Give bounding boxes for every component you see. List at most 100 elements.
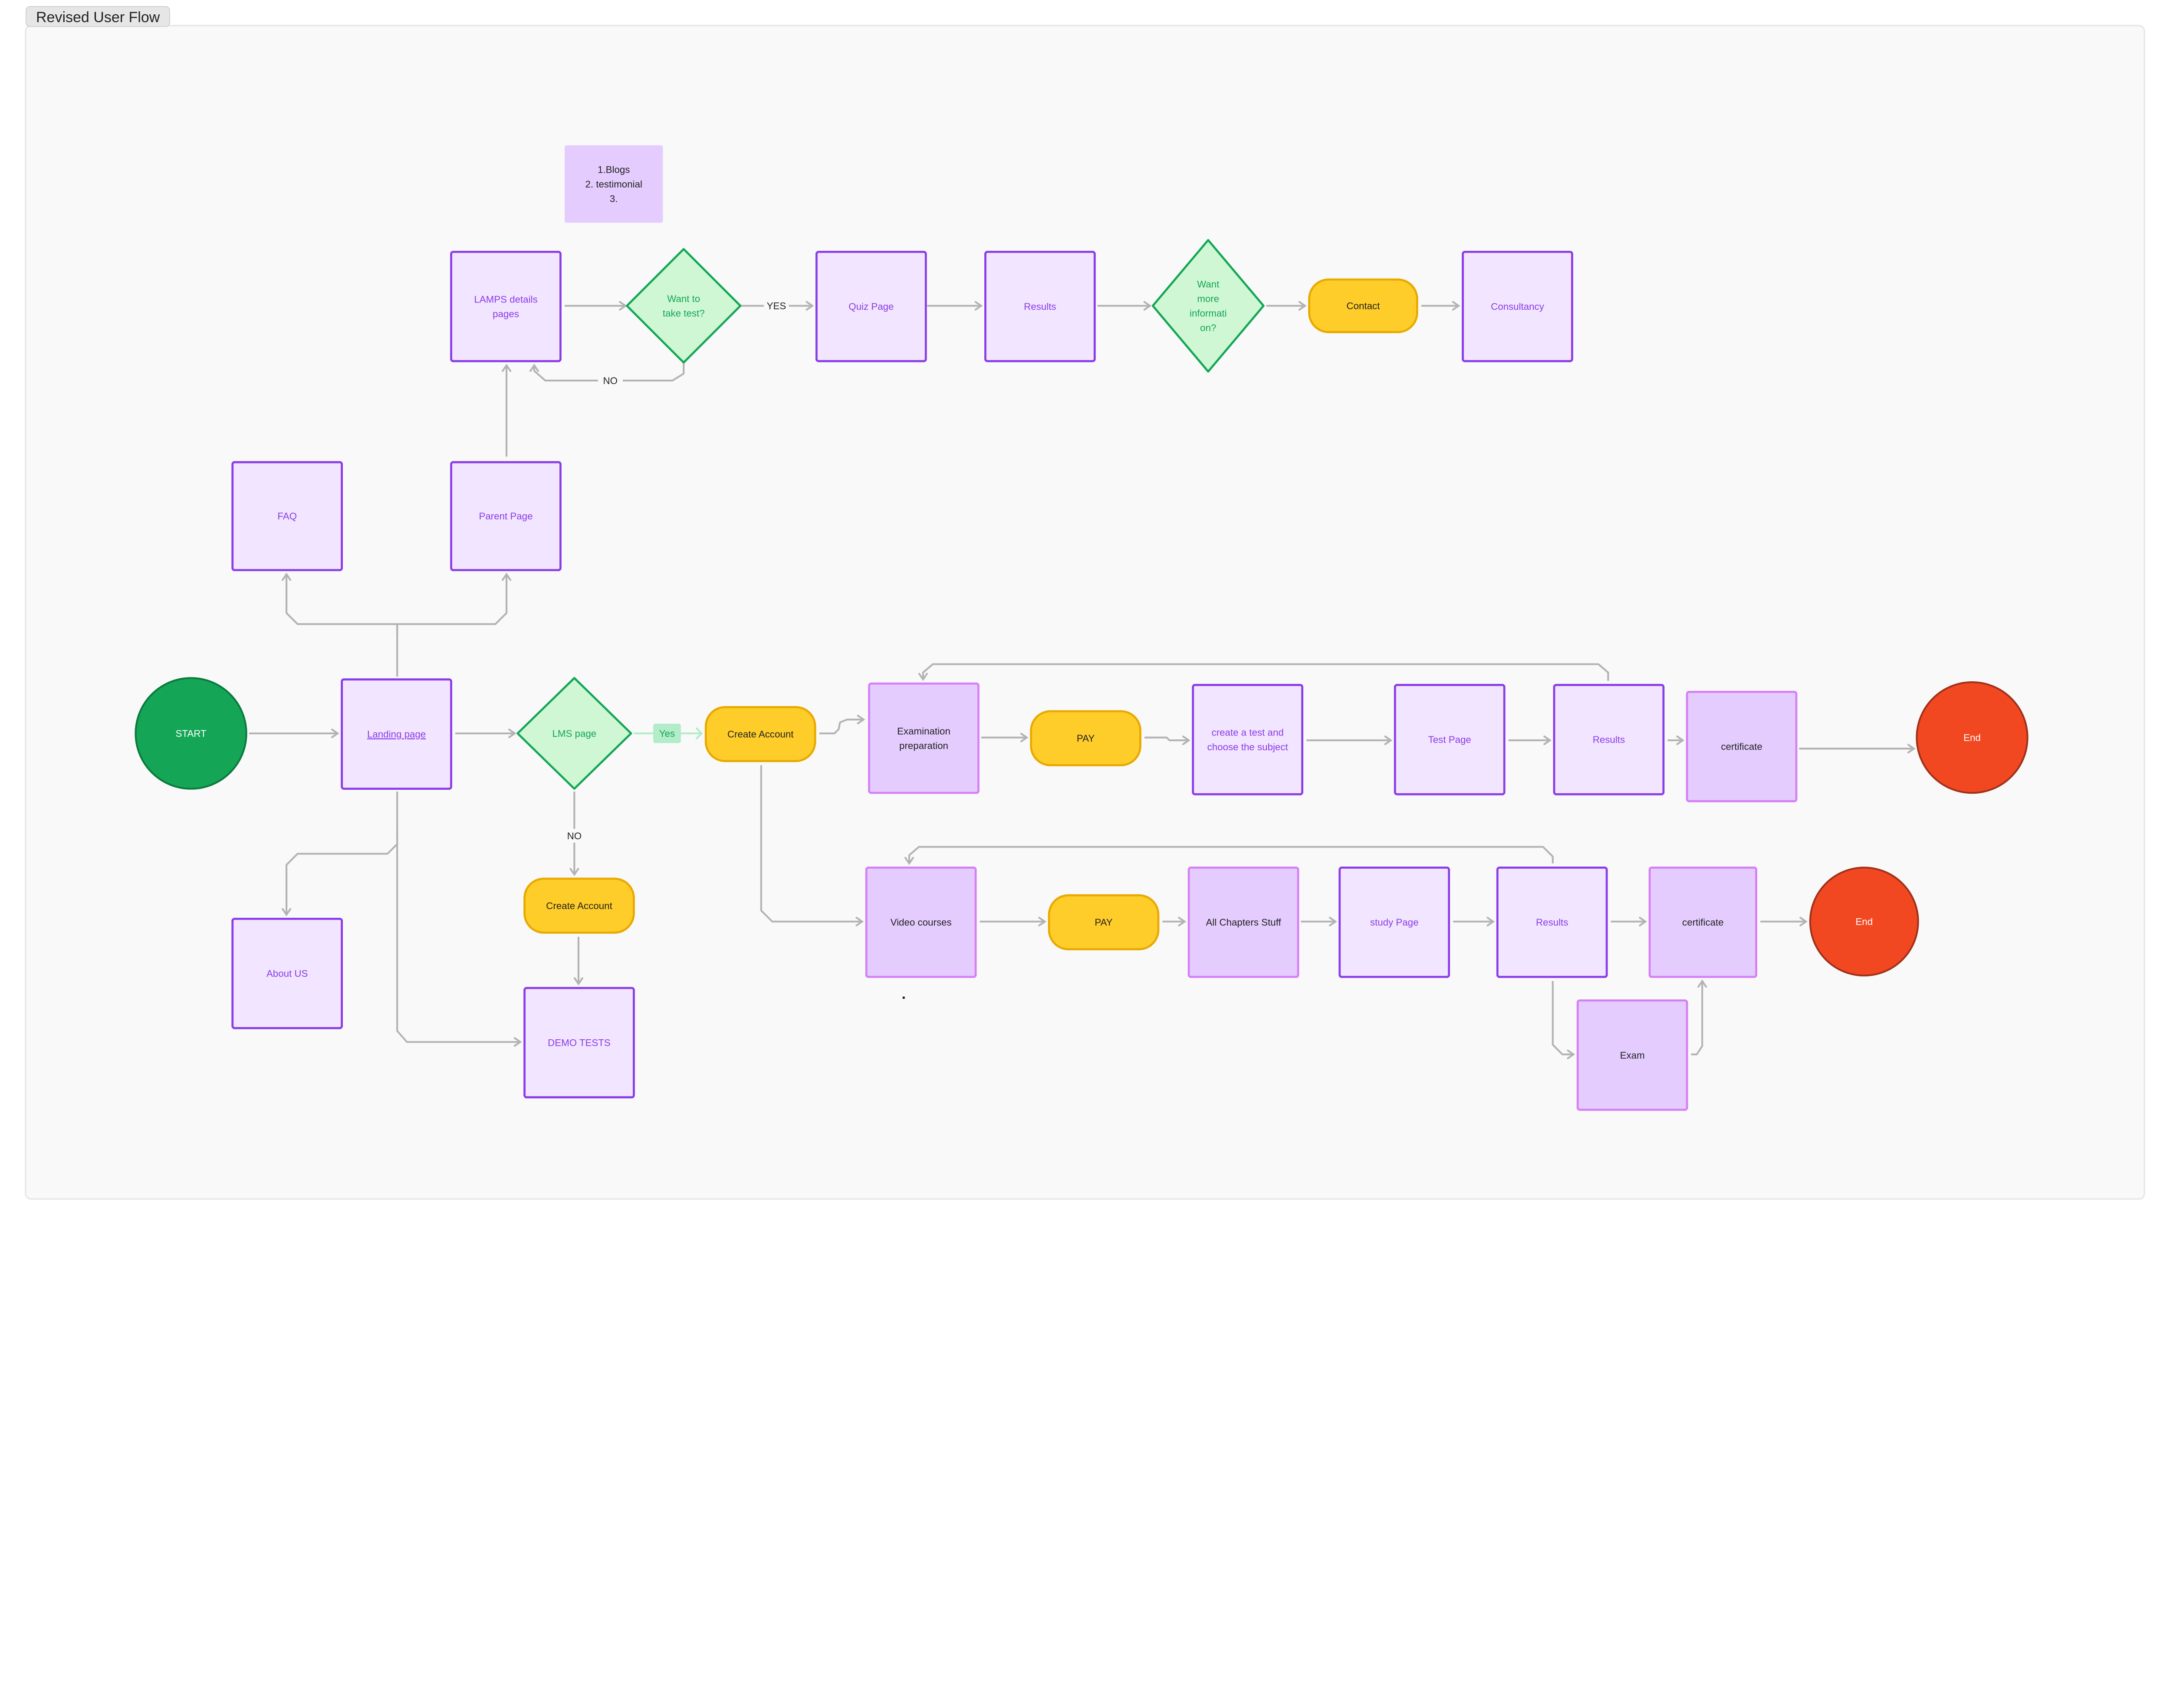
connector-want-more-to-contact[interactable]: [1266, 301, 1307, 311]
node-parent[interactable]: Parent Page: [450, 461, 562, 572]
node-label: Results: [1593, 734, 1625, 745]
node-label: more: [1197, 293, 1219, 304]
edge-label-text: NO: [603, 375, 618, 386]
connector-create-test-to-test-page[interactable]: [1306, 735, 1393, 746]
node-label: pages: [493, 309, 519, 319]
node-consultancy[interactable]: Consultancy: [1462, 250, 1573, 362]
connector-create-account-to-exam-prep[interactable]: [819, 715, 865, 735]
node-lms[interactable]: LMS page: [516, 677, 632, 790]
node-video[interactable]: Video courses: [865, 866, 977, 978]
arrowhead-icon: [1639, 916, 1647, 926]
connector-contact-to-consultancy[interactable]: [1421, 301, 1460, 311]
node-label: Results: [1536, 917, 1568, 928]
node-landing[interactable]: Landing page: [341, 678, 452, 790]
edge-label-text: YES: [767, 301, 786, 312]
connector-results-to-certificate[interactable]: [1667, 735, 1685, 746]
node-label: Parent Page: [479, 511, 533, 522]
arrowhead-icon: [1676, 735, 1685, 746]
connector-results-to-want-more[interactable]: [1097, 301, 1152, 311]
edge-label-yes_test: YES: [764, 299, 789, 313]
arrowhead-icon: [1567, 1049, 1575, 1059]
node-label: 3.: [610, 193, 618, 204]
node-study[interactable]: study Page: [1338, 866, 1450, 978]
node-pay-video[interactable]: PAY: [1048, 894, 1160, 950]
node-label: Quiz Page: [848, 301, 894, 312]
connector-video-to-pay[interactable]: [980, 916, 1047, 926]
node-chapters[interactable]: All Chapters Stuff: [1187, 866, 1299, 978]
connector-parent-to-lamps[interactable]: [502, 364, 512, 457]
connector-landing-to-lms[interactable]: [455, 728, 516, 739]
node-pay-exam[interactable]: PAY: [1030, 710, 1141, 766]
connector-study-to-results[interactable]: [1453, 916, 1495, 926]
node-label: Results: [1024, 301, 1056, 312]
connector-exam-prep-to-pay[interactable]: [981, 732, 1029, 742]
connector-test-page-to-results[interactable]: [1508, 735, 1552, 746]
connector-results-to-exam[interactable]: [1552, 981, 1575, 1059]
node-label: Want: [1197, 279, 1220, 289]
frame-title[interactable]: Revised User Flow: [25, 6, 171, 27]
connector-landing-to-parent[interactable]: [396, 572, 512, 637]
connector-landing-to-faq[interactable]: [282, 572, 398, 677]
node-label: START: [176, 728, 207, 739]
connector-start-to-landing[interactable]: [249, 728, 339, 739]
node-results-exam[interactable]: Results: [1553, 684, 1665, 795]
node-exam[interactable]: Exam: [1576, 999, 1688, 1111]
node-demo[interactable]: DEMO TESTS: [523, 987, 635, 1099]
connector-pay-to-create-test[interactable]: [1144, 735, 1190, 746]
arrowhead-icon: [1182, 735, 1190, 746]
arrowhead-icon: [502, 572, 512, 581]
arrowhead-icon: [1038, 916, 1047, 926]
arrowhead-icon: [1799, 916, 1808, 926]
arrowhead-icon: [1452, 301, 1460, 311]
node-contact[interactable]: Contact: [1308, 278, 1418, 333]
connector-results-loop-to-exam-prep[interactable]: [918, 663, 1609, 681]
arrowhead-icon: [1298, 301, 1307, 311]
connector-certificate-to-end-video[interactable]: [1760, 916, 1808, 926]
connector-landing-to-demo[interactable]: [396, 830, 522, 1047]
arrowhead-icon: [502, 364, 512, 372]
node-label: certificate: [1721, 741, 1762, 752]
connector-create-account-to-demo[interactable]: [573, 936, 583, 985]
connector-chapters-to-study[interactable]: [1301, 916, 1337, 926]
node-quiz[interactable]: Quiz Page: [815, 250, 927, 362]
node-end-exam[interactable]: End: [1916, 681, 2029, 794]
connector-create-account-to-video[interactable]: [760, 765, 864, 926]
arrowhead-icon: [508, 728, 516, 739]
arrowhead-icon: [974, 301, 983, 311]
node-label: certificate: [1682, 917, 1723, 928]
connector-certificate-to-end[interactable]: [1799, 744, 1916, 754]
node-about[interactable]: About US: [231, 917, 343, 1029]
node-results-video[interactable]: Results: [1496, 866, 1608, 978]
node-test-page[interactable]: Test Page: [1394, 684, 1506, 795]
arrowhead-icon: [695, 727, 703, 740]
node-label: Contact: [1346, 301, 1380, 312]
node-label: 2. testimonial: [585, 179, 642, 190]
node-label: Video courses: [891, 917, 952, 928]
node-start[interactable]: START: [135, 677, 247, 790]
arrowhead-icon: [1543, 735, 1552, 746]
connector-quiz-to-results[interactable]: [927, 301, 983, 311]
node-create-account-no[interactable]: Create Account: [523, 877, 635, 934]
node-create-account-main[interactable]: Create Account: [704, 706, 816, 762]
node-end-video[interactable]: End: [1809, 867, 1919, 977]
node-certificate-exam[interactable]: certificate: [1686, 690, 1798, 802]
connector-pay-to-chapters[interactable]: [1162, 916, 1187, 926]
node-certificate-video[interactable]: certificate: [1648, 866, 1757, 978]
arrowhead-icon: [569, 868, 579, 876]
connector-lamps-to-want-test[interactable]: [565, 301, 627, 311]
node-label: choose the subject: [1207, 742, 1289, 752]
connector-results-to-certificate-video[interactable]: [1611, 916, 1647, 926]
connector-results-loop-to-video[interactable]: [904, 846, 1554, 865]
node-faq[interactable]: FAQ: [231, 461, 343, 572]
node-results-top[interactable]: Results: [984, 250, 1096, 362]
edge-label-text: Yes: [659, 728, 675, 739]
arrowhead-icon: [1384, 735, 1393, 746]
connector-exam-to-certificate[interactable]: [1691, 979, 1707, 1055]
